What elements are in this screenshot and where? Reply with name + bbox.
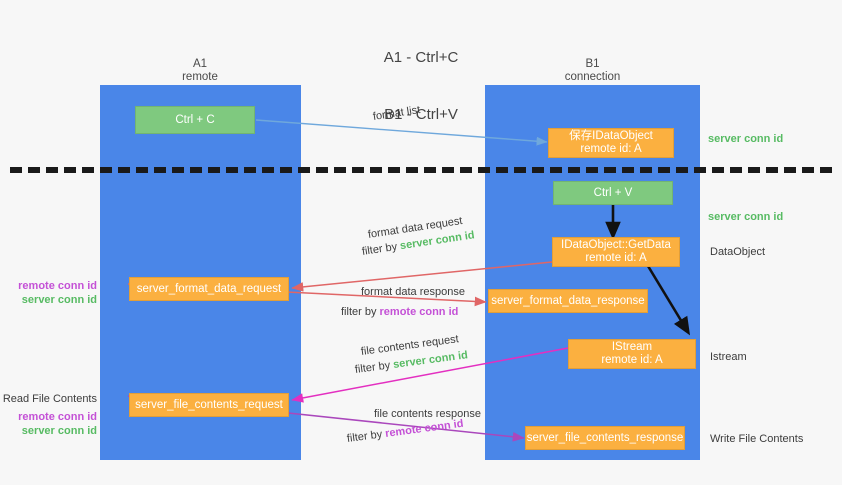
node-save-idataobject-line2: remote id: A [580, 143, 642, 155]
annotation-server-conn-id-mid-text: server conn id [708, 211, 784, 223]
annotation-read-file-contents-text: Read File Contents [2, 393, 97, 405]
annotation-server-conn-id-2-text: server conn id [21, 425, 97, 437]
annotation-write-file-contents: Write File Contents [710, 432, 803, 446]
edge-label-file-contents-response-filter: filter by remote conn id [346, 417, 464, 446]
annotation-istream: Istream [710, 350, 747, 364]
node-idataobject-getdata-line1: IDataObject::GetData [561, 239, 671, 251]
annotation-server-conn-id-1-text: server conn id [21, 294, 97, 306]
lane-a1-subtitle: remote [182, 71, 218, 83]
annotation-dataobject-text: DataObject [710, 246, 766, 258]
filter-by-text-1: filter by [361, 240, 401, 258]
annotation-dataobject: DataObject [710, 245, 765, 259]
node-istream-line2: remote id: A [601, 354, 663, 366]
node-ctrl-c-label: Ctrl + C [175, 113, 215, 126]
node-server-format-data-request-label: server_format_data_request [136, 282, 282, 295]
filter-by-text-4: filter by [346, 428, 386, 445]
node-idataobject-getdata[interactable]: IDataObject::GetData remote id: A [552, 237, 680, 267]
node-server-format-data-response[interactable]: server_format_data_response [488, 289, 648, 313]
annotation-server-conn-id-2: server conn id [0, 424, 97, 438]
annotation-istream-text: Istream [710, 351, 747, 363]
annotation-server-conn-id-top-text: server conn id [708, 133, 784, 145]
remote-conn-id-text-2: remote conn id [384, 417, 465, 440]
annotation-remote-conn-id-2: remote conn id [0, 410, 97, 424]
filter-by-text-2: filter by [341, 306, 380, 318]
node-save-idataobject-line1: 保存IDataObject [569, 130, 653, 142]
lane-header-b1: B1 connection [485, 58, 700, 84]
node-server-format-data-response-label: server_format_data_response [491, 294, 645, 307]
node-server-file-contents-request-label: server_file_contents_request [135, 398, 283, 411]
edge-label-file-contents-response-text: file contents response [374, 408, 482, 420]
lane-a1-title: A1 [192, 58, 208, 70]
edge-label-format-data-response-text: format data response [361, 286, 465, 298]
node-ctrl-v-label: Ctrl + V [593, 186, 633, 199]
phase-separator [10, 167, 832, 173]
annotation-server-conn-id-top: server conn id [708, 132, 783, 146]
node-server-file-contents-response[interactable]: server_file_contents_response [525, 426, 685, 450]
annotation-remote-conn-id-1-text: remote conn id [18, 280, 97, 292]
annotation-server-conn-id-mid: server conn id [708, 210, 783, 224]
diagram-title: A1 - Ctrl+C B1 - Ctrl+V [0, 10, 842, 162]
filter-by-text-3: filter by [354, 359, 394, 376]
node-idataobject-getdata-line2: remote id: A [585, 252, 647, 264]
node-istream-line1: IStream [611, 341, 653, 353]
lane-header-a1: A1 remote [100, 58, 300, 84]
edge-label-format-data-response: format data response [361, 285, 465, 299]
annotation-remote-conn-id-1: remote conn id [0, 279, 97, 293]
annotation-server-conn-id-1: server conn id [0, 293, 97, 307]
annotation-read-file-contents: Read File Contents [0, 392, 97, 406]
remote-conn-id-text-1: remote conn id [379, 306, 459, 318]
node-server-file-contents-request[interactable]: server_file_contents_request [129, 393, 289, 417]
title-line-1: A1 - Ctrl+C [383, 49, 459, 66]
node-server-format-data-request[interactable]: server_format_data_request [129, 277, 289, 301]
node-ctrl-c[interactable]: Ctrl + C [135, 106, 255, 134]
node-save-idataobject[interactable]: 保存IDataObject remote id: A [548, 128, 674, 158]
edge-label-format-data-response-filter: filter by remote conn id [341, 305, 458, 319]
node-ctrl-v[interactable]: Ctrl + V [553, 181, 673, 205]
lane-b1-title: B1 [585, 58, 600, 70]
node-istream[interactable]: IStream remote id: A [568, 339, 696, 369]
edge-label-file-contents-response: file contents response [374, 407, 481, 421]
annotation-write-file-contents-text: Write File Contents [710, 433, 804, 445]
lane-b1-subtitle: connection [564, 71, 621, 83]
node-server-file-contents-response-label: server_file_contents_response [526, 431, 684, 444]
annotation-remote-conn-id-2-text: remote conn id [18, 411, 97, 423]
title-line-2: B1 - Ctrl+V [384, 106, 458, 123]
